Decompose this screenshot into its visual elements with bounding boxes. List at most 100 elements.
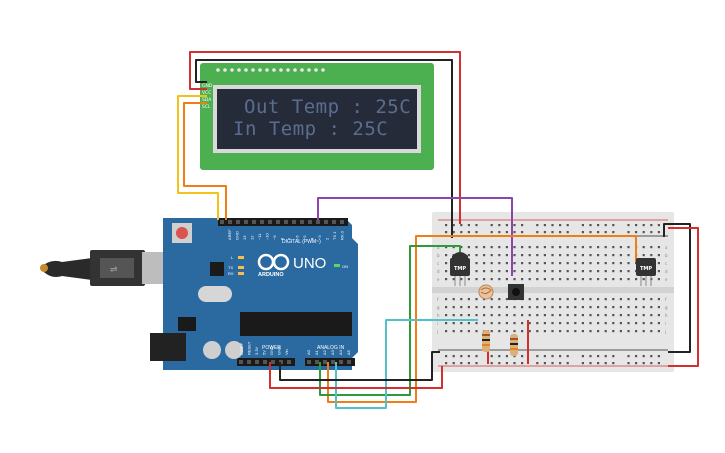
bb-hole — [475, 362, 478, 365]
bb-hole — [612, 224, 615, 227]
bb-hole — [475, 306, 478, 309]
bb-hole — [597, 362, 600, 365]
bb-hole — [627, 314, 630, 317]
pushbutton[interactable] — [508, 284, 524, 300]
bb-hole — [574, 270, 577, 273]
bb-hole — [566, 314, 569, 317]
bb-hole — [445, 262, 448, 265]
bb-hole — [452, 278, 455, 281]
reset-button-cap[interactable] — [176, 227, 188, 239]
header-hole — [255, 360, 259, 364]
lcd-line-2: In Temp : 25C — [233, 118, 388, 140]
bb-hole — [521, 322, 524, 325]
bb-hole — [475, 330, 478, 333]
bb-hole — [604, 355, 607, 358]
bb-hole — [475, 278, 478, 281]
bb-hole — [635, 278, 638, 281]
bb-hole — [445, 231, 448, 234]
bb-hole — [589, 330, 592, 333]
bb-hole — [490, 355, 493, 358]
bb-hole — [635, 306, 638, 309]
bb-hole — [513, 355, 516, 358]
wire-lcd-gnd — [195, 59, 453, 238]
on-label: ON — [342, 264, 348, 269]
bb-hole — [521, 330, 524, 333]
bb-hole — [536, 314, 539, 317]
bb-row-label: j — [664, 329, 666, 334]
capacitor-2 — [225, 341, 243, 359]
bb-hole — [612, 254, 615, 257]
bb-hole — [635, 355, 638, 358]
header-hole — [220, 220, 224, 224]
bb-hole — [642, 330, 645, 333]
bb-hole — [627, 322, 630, 325]
bb-hole — [657, 262, 660, 265]
bb-hole — [627, 254, 630, 257]
header-hole — [271, 360, 275, 364]
bb-hole — [498, 278, 501, 281]
uno-label: UNO — [293, 255, 326, 272]
lcd-pin-sda: SDA — [202, 97, 212, 103]
bb-hole — [543, 355, 546, 358]
header-hole — [228, 220, 232, 224]
bb-row-label: h — [665, 313, 668, 318]
bb-hole — [589, 231, 592, 234]
bb-hole — [581, 314, 584, 317]
bb-hole — [475, 270, 478, 273]
bb-hole — [559, 246, 562, 249]
lcd-header-pins — [216, 68, 325, 72]
bb-hole — [627, 362, 630, 365]
bb-hole — [589, 270, 592, 273]
bb-hole — [528, 298, 531, 301]
bb-hole — [467, 362, 470, 365]
bb-hole — [551, 322, 554, 325]
bb-hole — [452, 306, 455, 309]
bb-hole — [597, 278, 600, 281]
pin-label: GND — [235, 231, 240, 240]
bb-hole — [475, 231, 478, 234]
bb-hole — [498, 362, 501, 365]
bb-hole — [559, 322, 562, 325]
bb-hole — [612, 278, 615, 281]
bb-row-label: i — [665, 321, 666, 326]
bb-hole — [543, 270, 546, 273]
bb-hole — [528, 322, 531, 325]
bb-hole — [604, 322, 607, 325]
bb-hole — [521, 224, 524, 227]
wire-lcd-scl — [183, 102, 227, 220]
bb-hole — [543, 254, 546, 257]
bb-hole — [483, 306, 486, 309]
usb-cable-tip — [40, 264, 48, 272]
bb-hole — [445, 355, 448, 358]
bb-hole — [551, 262, 554, 265]
pin-label: 2 — [325, 237, 330, 240]
lcd-header-pin — [230, 68, 234, 72]
wire-gnd — [279, 351, 440, 381]
bb-hole — [657, 270, 660, 273]
bb-hole — [574, 322, 577, 325]
header-hole — [244, 220, 248, 224]
header-hole — [347, 360, 351, 364]
bb-hole — [498, 270, 501, 273]
wire-5v — [269, 362, 443, 389]
bb-hole — [543, 224, 546, 227]
bb-hole — [513, 330, 516, 333]
header-hole — [239, 360, 243, 364]
bb-hole — [445, 254, 448, 257]
bb-hole — [445, 314, 448, 317]
bb-hole — [498, 330, 501, 333]
bb-hole — [604, 231, 607, 234]
bb-hole — [475, 262, 478, 265]
analog-label: ANALOG IN — [317, 345, 345, 351]
bb-hole — [612, 330, 615, 333]
header-hole — [323, 360, 327, 364]
bb-hole — [559, 355, 562, 358]
bb-hole — [521, 246, 524, 249]
bb-hole — [627, 298, 630, 301]
bb-hole — [642, 314, 645, 317]
digital-header — [218, 218, 348, 226]
bb-hole — [467, 254, 470, 257]
capacitor-1 — [203, 341, 221, 359]
bb-hole — [467, 224, 470, 227]
bb-hole — [589, 254, 592, 257]
